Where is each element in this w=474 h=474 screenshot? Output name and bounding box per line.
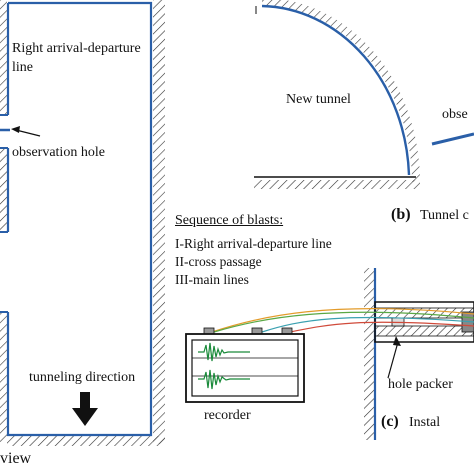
tunnel-outline	[6, 1, 153, 437]
grout-hatch-upper	[374, 307, 474, 319]
waveform-trace	[198, 369, 250, 390]
left-wall-hatch-bottom	[0, 312, 7, 442]
tunneling-direction-label: tunneling direction	[29, 370, 136, 385]
bottom-wall-hatch	[7, 436, 165, 446]
caption-b-text: Tunnel c	[420, 208, 469, 223]
plan-view-caption: view	[0, 450, 32, 467]
installation-panel	[185, 268, 474, 440]
waveform-trace	[198, 342, 250, 362]
right-wall-hatch	[153, 0, 165, 444]
signal-wire	[261, 316, 474, 333]
arc-wall-hatch	[262, 0, 420, 182]
left-wall-hatch-top	[0, 0, 7, 115]
caption-c-text: Instal	[409, 415, 441, 430]
new-tunnel-label: New tunnel	[286, 92, 351, 107]
blast-sequence-item: III-main lines	[175, 272, 249, 287]
right-line-label-2: line	[12, 60, 33, 75]
right-line-label-1: Right arrival-departure	[12, 41, 141, 56]
plan-view-panel	[0, 0, 165, 446]
blast-sequence-item: II-cross passage	[175, 254, 262, 269]
observation-hole-pointer	[15, 129, 41, 137]
observation-hole-label: observation hole	[12, 145, 105, 160]
installation-wall-hatch	[364, 268, 374, 440]
blast-sequence-heading: Sequence of blasts:	[175, 213, 284, 228]
down-arrow-icon	[72, 408, 98, 426]
signal-wire	[289, 321, 474, 333]
tunneling-direction-arrow-shaft	[80, 392, 90, 408]
recorder-label: recorder	[204, 408, 251, 423]
floor-hatch	[254, 180, 420, 189]
tunnel-arc	[261, 4, 411, 176]
left-wall-hatch-mid	[0, 148, 7, 232]
caption-c-letter: (c)	[381, 413, 399, 430]
hole-packer-pointer	[387, 341, 399, 379]
observation-tube	[431, 132, 474, 146]
signal-wire	[211, 308, 474, 333]
hole-packer-label: hole packer	[388, 377, 453, 392]
grout-hatch-lower	[374, 325, 474, 337]
caption-b-letter: (b)	[391, 206, 411, 223]
signal-wire	[213, 311, 474, 333]
section-view-panel	[254, 0, 474, 189]
arrow-head-icon	[11, 126, 20, 133]
observation-fragment-label: obse	[442, 107, 468, 122]
arrow-head-icon	[393, 336, 401, 346]
blast-sequence-item: I-Right arrival-departure line	[175, 236, 332, 251]
